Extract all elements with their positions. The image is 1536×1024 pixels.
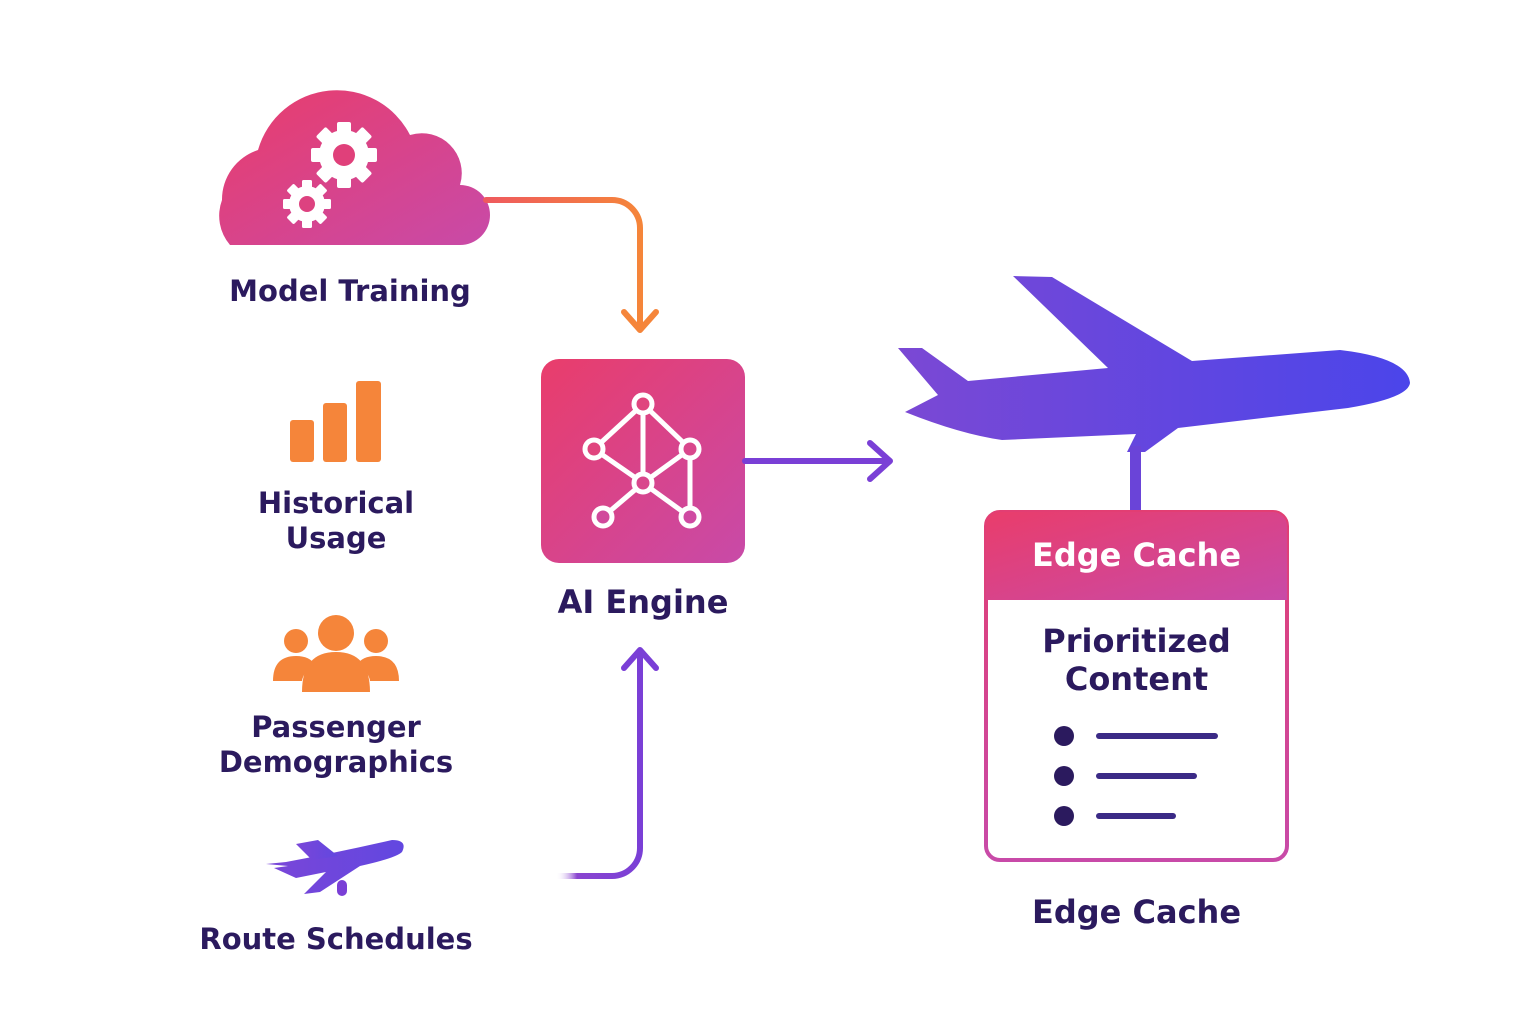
connector-line (1130, 446, 1141, 514)
airplane-icon (266, 840, 404, 896)
historical-usage-line2: Usage (285, 520, 387, 555)
passenger-demographics-line1: Passenger (251, 710, 421, 744)
route-schedules-label: Route Schedules (199, 922, 473, 956)
passenger-demographics-label: Passenger Demographics (186, 710, 486, 780)
network-graph-icon (582, 392, 702, 529)
arrow-inputs-to-engine (553, 647, 659, 879)
ai-engine-node (541, 359, 745, 563)
arrow-engine-to-aircraft (742, 440, 893, 482)
edge-cache-caption: Edge Cache (1031, 893, 1242, 931)
people-icon (273, 615, 399, 692)
prioritized-content-label: Prioritized Content (986, 622, 1287, 699)
prioritized-content-line2: Content (1064, 660, 1209, 699)
airplane-icon (898, 276, 1410, 452)
historical-usage-line1: Historical (257, 486, 415, 520)
prioritized-content-line1: Prioritized (1042, 622, 1231, 660)
ai-engine-label: AI Engine (557, 583, 729, 621)
gear-icon (311, 122, 377, 188)
edge-cache-card (984, 510, 1289, 862)
passenger-demographics-line2: Demographics (218, 744, 454, 779)
bar-chart-icon (290, 381, 381, 462)
model-training-label: Model Training (229, 274, 471, 308)
edge-cache-header: Edge Cache (1031, 536, 1242, 574)
cloud-gears-icon (219, 90, 491, 245)
arrow-training-to-engine (483, 197, 659, 333)
historical-usage-label: Historical Usage (186, 486, 486, 556)
gear-icon (283, 180, 331, 228)
list-icon (1054, 726, 1218, 826)
